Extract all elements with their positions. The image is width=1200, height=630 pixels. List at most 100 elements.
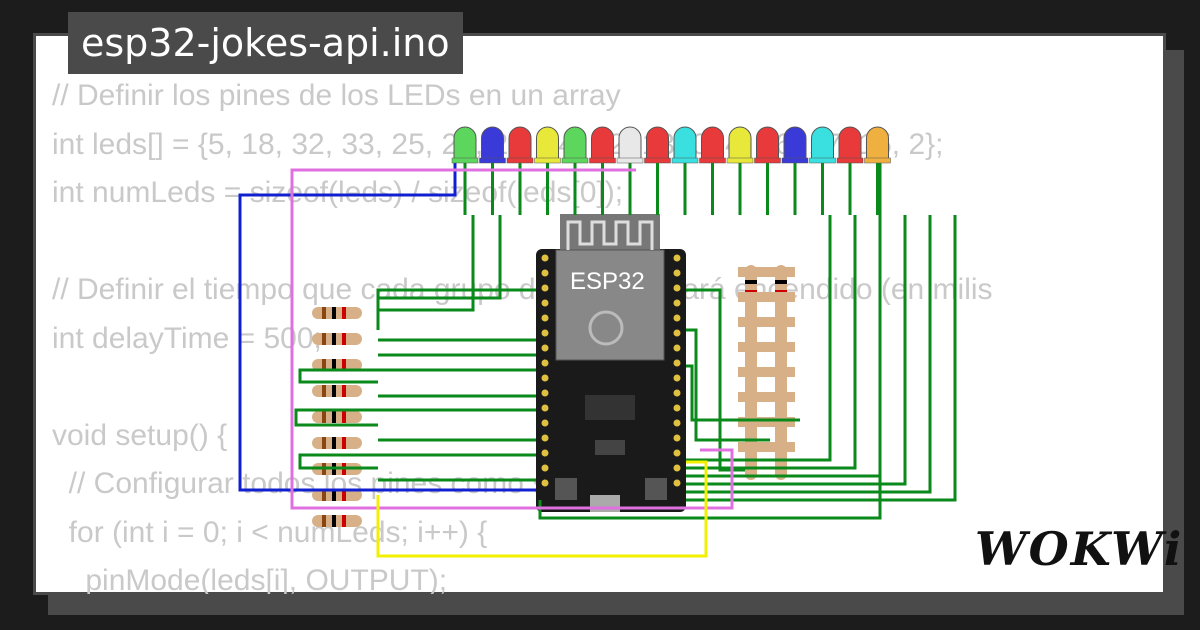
led bbox=[673, 126, 697, 163]
code-line: for (int i = 0; i < numLeds; i++) { bbox=[52, 515, 488, 549]
led bbox=[453, 126, 477, 163]
code-line: int numLeds = sizeof(leds) / sizeof(leds… bbox=[52, 176, 624, 209]
esp32-label: ESP32 bbox=[570, 268, 645, 295]
resistor-band bbox=[332, 437, 336, 449]
pin-right bbox=[673, 254, 681, 262]
resistor-left bbox=[312, 333, 362, 345]
led bbox=[563, 126, 587, 163]
pin-right bbox=[673, 404, 681, 412]
pin-left bbox=[541, 299, 549, 307]
wire bbox=[376, 288, 536, 330]
wire-blue bbox=[238, 150, 536, 492]
pin-right bbox=[673, 449, 681, 457]
shield-can bbox=[555, 249, 665, 361]
wire bbox=[378, 215, 502, 300]
pin-left bbox=[541, 284, 549, 292]
pin-right bbox=[673, 359, 681, 367]
led bbox=[728, 126, 752, 163]
code-line: void setup() { bbox=[52, 418, 228, 452]
led-base bbox=[809, 157, 836, 164]
wire bbox=[294, 408, 536, 427]
resistor-band bbox=[332, 411, 336, 423]
wire bbox=[686, 215, 957, 502]
pin-right bbox=[673, 284, 681, 292]
wire bbox=[686, 328, 770, 442]
led bbox=[783, 126, 807, 163]
led bbox=[701, 126, 724, 163]
pin-left bbox=[541, 419, 549, 427]
resistor-band bbox=[342, 333, 346, 345]
pin-right bbox=[673, 314, 681, 322]
resistor-band bbox=[322, 437, 326, 449]
pin-left bbox=[541, 374, 549, 382]
resistor-band bbox=[342, 359, 346, 371]
resistor-band bbox=[342, 437, 346, 449]
led bbox=[811, 126, 834, 163]
wire bbox=[378, 215, 475, 312]
resistor-band bbox=[322, 489, 326, 501]
led-base bbox=[616, 157, 644, 164]
pin-left bbox=[541, 329, 549, 337]
pin-left bbox=[541, 359, 549, 367]
wire bbox=[686, 215, 932, 494]
pin-right bbox=[673, 434, 681, 442]
resistor-band bbox=[332, 333, 336, 345]
resistor-left bbox=[312, 385, 362, 397]
pin-left bbox=[541, 434, 549, 442]
resistor-band bbox=[322, 307, 326, 319]
pin-left bbox=[541, 314, 549, 322]
resistor-left bbox=[312, 307, 362, 319]
resistor-band bbox=[342, 489, 346, 501]
led bbox=[646, 126, 669, 163]
resistor-band bbox=[775, 280, 787, 284]
wire bbox=[298, 368, 536, 384]
resistor-band bbox=[332, 307, 336, 319]
pin-right bbox=[673, 419, 681, 427]
wire-yellow bbox=[376, 460, 708, 558]
pin-right bbox=[673, 269, 681, 277]
resistor-band bbox=[342, 385, 346, 397]
wire bbox=[686, 364, 800, 422]
wire bbox=[686, 215, 857, 470]
code-line: pinMode(leds[i], OUTPUT); bbox=[52, 564, 448, 594]
pin-right bbox=[673, 374, 681, 382]
wokwi-logo[interactable]: WOKWi bbox=[975, 522, 1184, 576]
led-base bbox=[506, 157, 534, 164]
resistor-band bbox=[322, 385, 326, 397]
project-title[interactable]: esp32-jokes-api.ino bbox=[68, 12, 463, 74]
pin-right bbox=[673, 299, 681, 307]
pin-right bbox=[673, 344, 681, 352]
pin-left bbox=[541, 269, 549, 277]
led bbox=[838, 126, 862, 163]
led-base bbox=[479, 157, 506, 164]
led-base bbox=[644, 157, 671, 164]
resistor-band bbox=[332, 359, 336, 371]
resistor-band bbox=[342, 411, 346, 423]
code-line: int delayTime = 500; bbox=[52, 321, 322, 355]
led bbox=[481, 126, 504, 163]
pin-right bbox=[673, 329, 681, 337]
antenna-trace bbox=[566, 220, 654, 250]
led-base bbox=[754, 157, 781, 164]
resistor-left bbox=[312, 437, 362, 449]
pin-left bbox=[541, 479, 549, 487]
led-base bbox=[534, 157, 561, 164]
pin-left bbox=[541, 404, 549, 412]
pin-left bbox=[541, 464, 549, 472]
led bbox=[508, 126, 532, 163]
resistor-band bbox=[332, 489, 336, 501]
resistor-left bbox=[312, 411, 362, 423]
resistor-band bbox=[332, 385, 336, 397]
led-base bbox=[589, 157, 616, 164]
pin-left bbox=[541, 449, 549, 457]
chip-small bbox=[595, 440, 625, 455]
resistor-band bbox=[342, 515, 346, 527]
led-base bbox=[836, 157, 864, 164]
led-base bbox=[781, 157, 809, 164]
pin-left bbox=[541, 344, 549, 352]
pin-right bbox=[673, 389, 681, 397]
pin-right bbox=[673, 464, 681, 472]
boot-button bbox=[645, 478, 667, 500]
resistor-band bbox=[332, 515, 336, 527]
